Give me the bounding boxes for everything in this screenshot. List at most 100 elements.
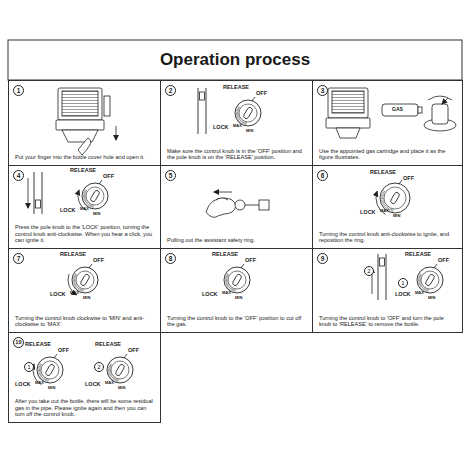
dial-tick (427, 289, 428, 291)
dial-label: OFF (438, 258, 449, 264)
dial-tick (42, 377, 44, 379)
dial-label: MAX (233, 124, 242, 128)
dial-tick (390, 209, 392, 211)
dial-tick (84, 198, 86, 200)
dial-tick (233, 289, 235, 291)
heater-open-cover (56, 88, 116, 155)
dial-tick (245, 122, 246, 124)
dial-tick (389, 209, 390, 211)
dial-tick (108, 369, 110, 370)
step-caption: Press the pole knob to the 'LOCK' positi… (15, 224, 154, 244)
dial-label: LOCK (60, 208, 76, 214)
pole (206, 88, 207, 134)
dial-tick (108, 371, 110, 372)
pole (34, 172, 35, 214)
dial-tick (238, 107, 240, 108)
dial-tick (117, 379, 118, 381)
control-knob (235, 100, 261, 126)
title-frame (8, 40, 462, 80)
step-number: 2 (165, 85, 176, 96)
control-knob (239, 104, 257, 122)
dial-label: RELEASE (405, 252, 431, 258)
dial-tick (419, 276, 421, 278)
dial-tick (73, 281, 75, 282)
dial-tick (382, 201, 384, 203)
dial-tick (47, 379, 48, 381)
step-number: 1 (13, 85, 24, 96)
dial-tick (39, 365, 41, 366)
dial-tick (239, 119, 241, 121)
dial-tick (419, 275, 421, 276)
dial-tick (238, 118, 240, 119)
dial-tick (73, 277, 75, 278)
step-caption: Pulling out the assistant safety ring. (167, 237, 306, 244)
dial-tick (78, 287, 80, 289)
dial-tick (422, 287, 424, 289)
control-knob (228, 271, 246, 289)
step-caption: Turning the control knob clockwise to 'M… (15, 315, 154, 328)
dial-tick (425, 289, 426, 291)
dial-tick (81, 289, 83, 291)
dial-tick (115, 379, 116, 381)
dial-tick (41, 376, 43, 378)
dial-tick (237, 115, 239, 117)
dial-tick (420, 274, 422, 275)
off-mark (252, 97, 255, 101)
dial-label: OFF (128, 348, 139, 354)
step-number: 9 (317, 253, 328, 264)
knob-grip (243, 107, 253, 120)
dial-tick (87, 203, 89, 205)
step-panel: 2Make sure the control knob is in the 'O… (160, 80, 313, 166)
dial-tick (382, 193, 384, 195)
step-number: 6 (317, 170, 328, 181)
heater-open-cover (56, 120, 104, 130)
dial-label: LOCK (202, 292, 218, 298)
dial-tick (242, 121, 243, 123)
dial-tick (39, 372, 41, 374)
dial-label: LOCK (85, 382, 101, 388)
dial-label: MAX (222, 291, 231, 295)
off-mark (241, 264, 244, 268)
dial-tick (421, 286, 423, 288)
dial-tick (76, 286, 78, 288)
step-caption: Turning the control knob anti-clockwise … (319, 231, 456, 244)
dial-tick (234, 289, 235, 291)
dial-tick (225, 279, 227, 280)
dial-tick (418, 277, 420, 278)
dial-tick (108, 367, 110, 368)
dial-label: MAX (70, 291, 79, 295)
dial-tick (75, 274, 77, 275)
dial-tick (75, 285, 77, 286)
dial-label: OFF (58, 348, 69, 354)
dial-tick (112, 377, 114, 379)
dial-tick (109, 374, 111, 375)
heater-gas-cartridge (432, 104, 448, 124)
step-number: 3 (317, 85, 328, 96)
dial-tick (38, 369, 40, 370)
dial-label: LOCK (213, 125, 229, 131)
dial-tick (38, 367, 40, 368)
dial-tick (85, 190, 87, 191)
dial-tick (73, 279, 75, 280)
dial-tick (74, 282, 76, 284)
dial-tick (419, 284, 421, 285)
step-caption: Use the appointed gas cartridge and plac… (319, 148, 456, 161)
heater-open-cover (104, 96, 110, 116)
knob-grip (390, 192, 400, 205)
dial-label: RELEASE (60, 252, 86, 258)
dial-label: OFF (103, 174, 114, 180)
dial-label: MAX (80, 207, 89, 211)
callout-number: 2 (94, 362, 104, 372)
knob-grip (45, 364, 55, 377)
step-panel: 3Use the appointed gas cartridge and pla… (312, 80, 463, 166)
dial-label: OFF (403, 176, 414, 182)
dial-tick (74, 284, 76, 285)
dial-tick (84, 200, 86, 201)
off-mark (99, 180, 102, 184)
control-knob (224, 267, 250, 293)
dial-label: MIN (246, 129, 253, 133)
dial-tick (244, 122, 246, 124)
dial-tick (226, 275, 228, 276)
dial-tick (91, 205, 93, 207)
